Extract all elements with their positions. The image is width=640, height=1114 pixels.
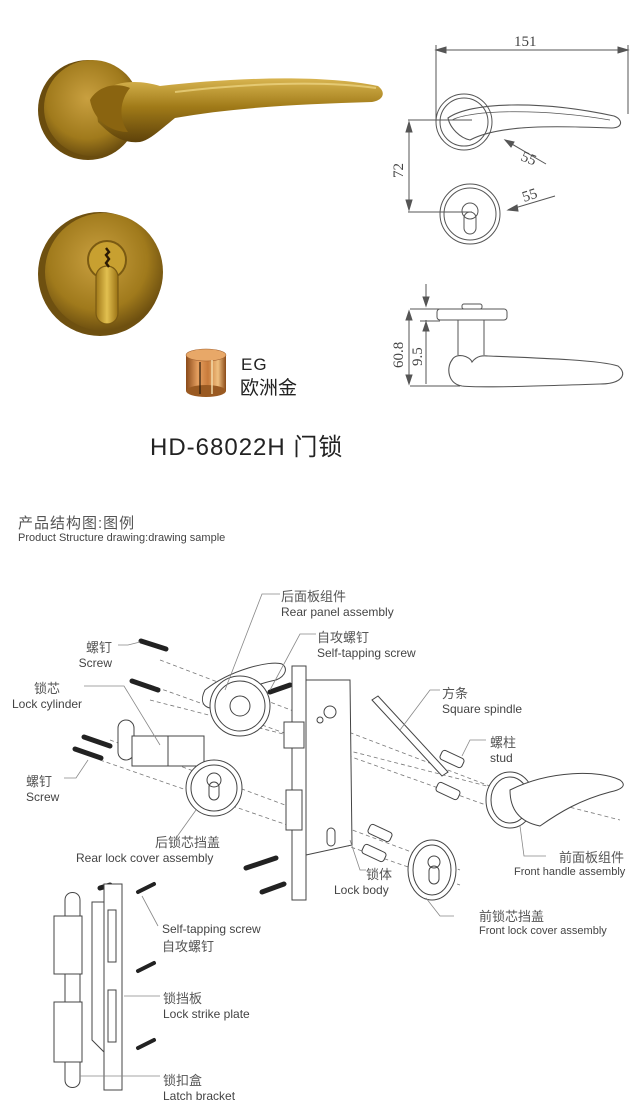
dim-rose-diameter: 55: [519, 149, 539, 169]
finish-swatch: [185, 348, 227, 397]
label-square-spindle: 方条 Square spindle: [442, 683, 522, 716]
label-lock-body: 锁体 Lock body: [334, 864, 392, 897]
label-cn: 前锁芯挡盖: [479, 910, 545, 925]
label-screw-bottom: 螺钉 Screw: [26, 771, 59, 804]
label-en: Self-tapping screw: [162, 922, 261, 936]
label-latch-bracket: 锁扣盒 Latch bracket: [163, 1070, 235, 1103]
label-cn: 锁体: [366, 868, 393, 883]
label-rear-lock-cover: 后锁芯挡盖 Rear lock cover assembly: [76, 832, 220, 865]
exploded-view-drawing: [53, 593, 624, 1091]
label-front-handle: 前面板组件 Front handle assembly: [514, 847, 626, 878]
model-title: HD-68022H 门锁: [150, 434, 344, 461]
label-self-tapping-screw-top: 自攻螺钉 Self-tapping screw: [317, 627, 416, 660]
dimension-drawing-side: [405, 284, 624, 388]
label-cn: 锁扣盒: [163, 1074, 203, 1089]
label-rear-panel: 后面板组件 Rear panel assembly: [281, 586, 394, 619]
label-strike-plate: 锁挡板 Lock strike plate: [163, 988, 250, 1021]
label-en: Rear lock cover assembly: [76, 851, 214, 865]
dim-projection: 60.8: [391, 342, 407, 368]
label-cn: 方条: [442, 687, 469, 702]
label-en: Front lock cover assembly: [479, 925, 607, 937]
label-lock-cylinder: 锁芯 Lock cylinder: [12, 678, 84, 711]
label-en: Self-tapping screw: [317, 646, 416, 660]
dim-rose-thickness: 9.5: [410, 347, 426, 366]
dim-handle-length: 151: [514, 34, 537, 50]
structure-title-en: Product Structure drawing:drawing sample: [18, 532, 226, 544]
label-cn: 螺钉: [85, 641, 112, 656]
label-en: Front handle assembly: [514, 866, 626, 878]
finish-code: EG: [241, 355, 268, 374]
dim-cylinder-rose-diameter: 55: [520, 186, 539, 206]
label-cn: 螺钉: [26, 775, 53, 790]
label-cn: 自攻螺钉: [162, 940, 215, 955]
finish-name: 欧洲金: [240, 378, 298, 399]
label-en: Lock strike plate: [163, 1007, 250, 1021]
dimension-drawing-front: [405, 45, 630, 245]
label-en: Square spindle: [442, 702, 523, 716]
lever-handle-photo: [38, 60, 383, 160]
label-cn: 自攻螺钉: [317, 631, 370, 646]
label-stud: 螺柱 stud: [490, 732, 516, 765]
label-screw-top: 螺钉 Screw: [60, 637, 112, 670]
cylinder-rose-photo: [38, 212, 163, 336]
label-en: Screw: [78, 656, 112, 670]
label-en: Lock body: [334, 883, 389, 897]
label-en: Screw: [26, 790, 60, 804]
structure-title-cn: 产品结构图:图例: [18, 515, 136, 532]
label-cn: 螺柱: [490, 736, 517, 751]
label-en: Lock cylinder: [12, 697, 83, 711]
label-cn: 后锁芯挡盖: [154, 836, 220, 851]
label-en: Rear panel assembly: [281, 605, 394, 619]
label-front-lock-cover: 前锁芯挡盖 Front lock cover assembly: [479, 906, 607, 937]
label-cn: 前面板组件: [558, 851, 624, 866]
dim-center-distance: 72: [391, 163, 407, 178]
label-en: Latch bracket: [163, 1089, 236, 1103]
label-cn: 锁芯: [34, 682, 61, 697]
label-cn: 锁挡板: [163, 992, 203, 1007]
label-self-tapping-screw-bottom: Self-tapping screw 自攻螺钉: [162, 922, 261, 955]
label-cn: 后面板组件: [281, 590, 347, 605]
label-en: stud: [490, 751, 513, 765]
